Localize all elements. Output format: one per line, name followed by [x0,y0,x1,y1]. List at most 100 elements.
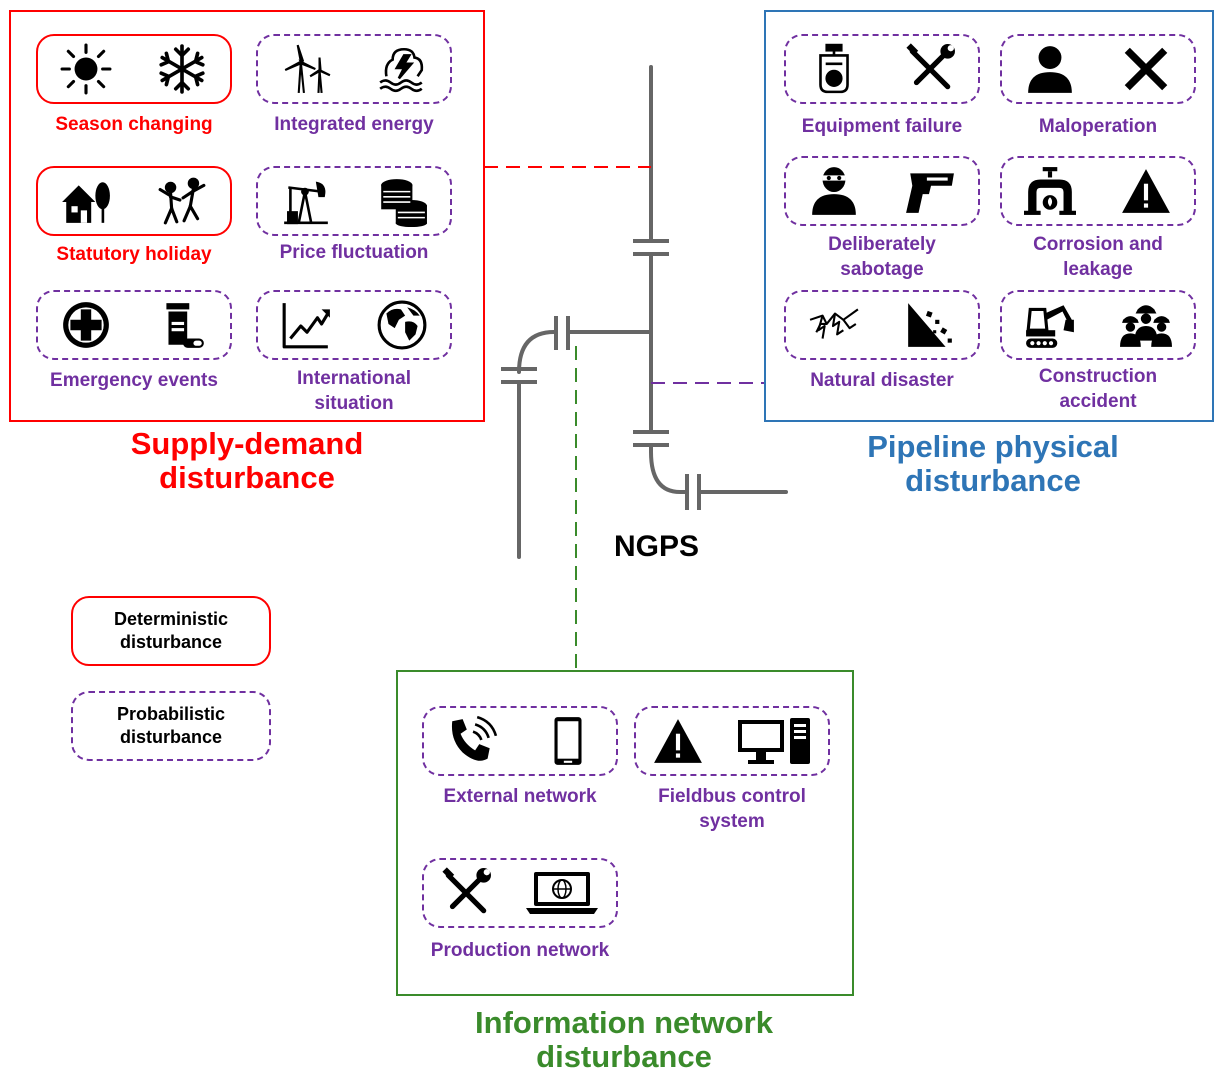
valve-gauge-icon [807,42,861,96]
cell-label: Equipment failure [772,114,992,139]
label-line-1: Season changing [55,114,213,135]
pipeline-panel [764,10,1214,422]
label-line-2: leakage [1063,259,1133,280]
pipe-joints [501,239,701,510]
oil-pump-icon [279,174,333,228]
information-panel [396,670,854,996]
lightning-icon [807,298,861,352]
wind-turbine-icon [279,42,333,96]
cell-label: Price fluctuation [244,240,464,265]
cell-label: Fieldbus control system [622,784,842,834]
label-line-1: Price fluctuation [279,242,429,263]
cell-label: External network [410,784,630,809]
supply-demand-panel [9,10,485,422]
coins-icon [375,174,429,228]
title-line-1: Supply-demand [130,426,364,461]
title-line-2: disturbance [159,460,335,495]
tools-icon [903,42,957,96]
label-line-2: sabotage [840,259,924,280]
label-line-1: Fieldbus control [658,786,806,807]
icon-group [1000,34,1196,104]
hydropower-icon [375,42,429,96]
label-line-1: Corrosion and [1033,234,1163,255]
connectors [484,166,764,670]
legend-line-2: disturbance [119,727,223,747]
person-icon [1023,42,1077,96]
medicine-bottle-icon [155,298,209,352]
smartphone-icon [541,714,595,768]
cross-mark-icon [1119,42,1173,96]
tools-icon [439,866,493,920]
gun-icon [903,164,957,218]
ngps-label: NGPS [614,530,700,563]
landslide-icon [903,298,957,352]
globe-icon [375,298,429,352]
icon-group [36,290,232,360]
legend-line-1: Probabilistic [116,704,226,724]
label-line-1: Production network [430,940,610,961]
pipeline-title: Pipeline physical disturbance [843,430,1143,498]
cell-label: Production network [410,938,630,963]
sun-icon [59,42,113,96]
label-line-2: situation [314,393,394,414]
information-title: Information network disturbance [424,1006,824,1074]
icon-group [634,706,830,776]
icon-group [36,166,232,236]
label-line-1: Equipment failure [801,116,963,137]
leaking-pipe-icon [1023,164,1077,218]
title-line-1: Information network [475,1005,773,1040]
icon-group [1000,156,1196,226]
label-line-2: accident [1059,391,1137,412]
label-line-1: Emergency events [50,370,218,391]
icon-group [256,34,452,104]
icon-group [422,706,618,776]
legend-line-1: Deterministic [113,609,229,629]
cell-label: Integrated energy [244,112,464,137]
icon-group [256,166,452,236]
icon-group [1000,290,1196,360]
medical-cross-icon [59,298,113,352]
phone-call-icon [445,714,499,768]
title-line-2: disturbance [536,1039,712,1074]
title-line-1: Pipeline physical [867,429,1119,464]
cell-label: Deliberately sabotage [772,232,992,282]
main-pipe [517,65,788,559]
cell-label: Maloperation [988,114,1208,139]
icon-group [36,34,232,104]
icon-group [422,858,618,928]
cell-label: Natural disaster [772,368,992,393]
cell-label: Corrosion and leakage [988,232,1208,282]
cell-label: Statutory holiday [24,242,244,267]
label-line-1: Construction [1038,366,1158,387]
excavator-icon [1023,298,1077,352]
masked-person-icon [807,164,861,218]
icon-group [784,34,980,104]
warning-icon [651,714,705,768]
computer-icon [734,714,814,768]
label-line-1: Maloperation [1038,116,1158,137]
cell-label: Construction accident [988,364,1208,414]
icon-group [256,290,452,360]
label-line-1: Natural disaster [810,370,954,391]
snowflake-icon [155,42,209,96]
icon-group [784,290,980,360]
dancing-people-icon [155,174,209,228]
laptop-globe-icon [522,866,602,920]
trend-chart-icon [279,298,333,352]
label-line-1: External network [443,786,597,807]
label-line-1: Integrated energy [274,114,434,135]
title-line-2: disturbance [905,463,1081,498]
cell-label: Emergency events [24,368,244,393]
label-line-1: Deliberately [828,234,936,255]
supply-demand-title: Supply-demand disturbance [97,427,397,495]
workers-icon [1119,298,1173,352]
legend-line-2: disturbance [119,632,222,652]
house-tree-icon [59,174,113,228]
label-line-1: Statutory holiday [56,244,212,265]
legend-probabilistic: Probabilistic disturbance [71,691,271,761]
label-line-2: system [699,811,765,832]
legend-deterministic: Deterministic disturbance [71,596,271,666]
warning-icon [1119,164,1173,218]
cell-label: International situation [244,366,464,416]
